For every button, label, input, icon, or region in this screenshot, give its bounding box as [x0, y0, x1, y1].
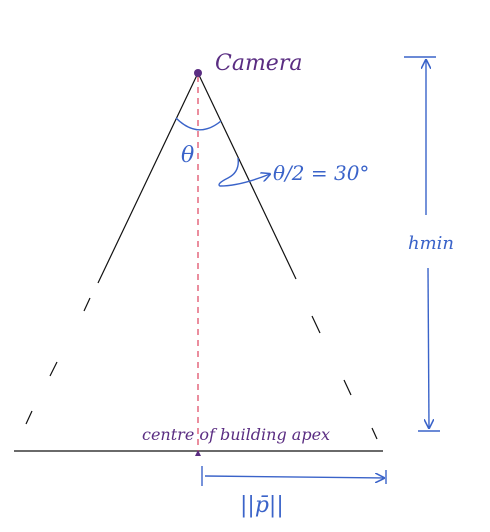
p-norm-label: ||p̄||: [240, 493, 284, 518]
theta-label: θ: [181, 143, 194, 168]
theta-arc: [175, 117, 222, 131]
height-arrow-lower: [428, 267, 429, 428]
camera-point: [194, 69, 202, 77]
left-view-edge: [25, 72, 199, 425]
half-angle-arrow: [218, 157, 270, 187]
right-view-edge: [197, 72, 378, 440]
half-angle-label: θ/2 = 30°: [273, 161, 369, 185]
centre-label: centre of building apex: [142, 425, 330, 444]
camera-label: Camera: [215, 51, 302, 76]
p-arrow: [204, 476, 384, 478]
apex-marker: [195, 450, 201, 456]
height-label: hmin: [408, 233, 454, 254]
